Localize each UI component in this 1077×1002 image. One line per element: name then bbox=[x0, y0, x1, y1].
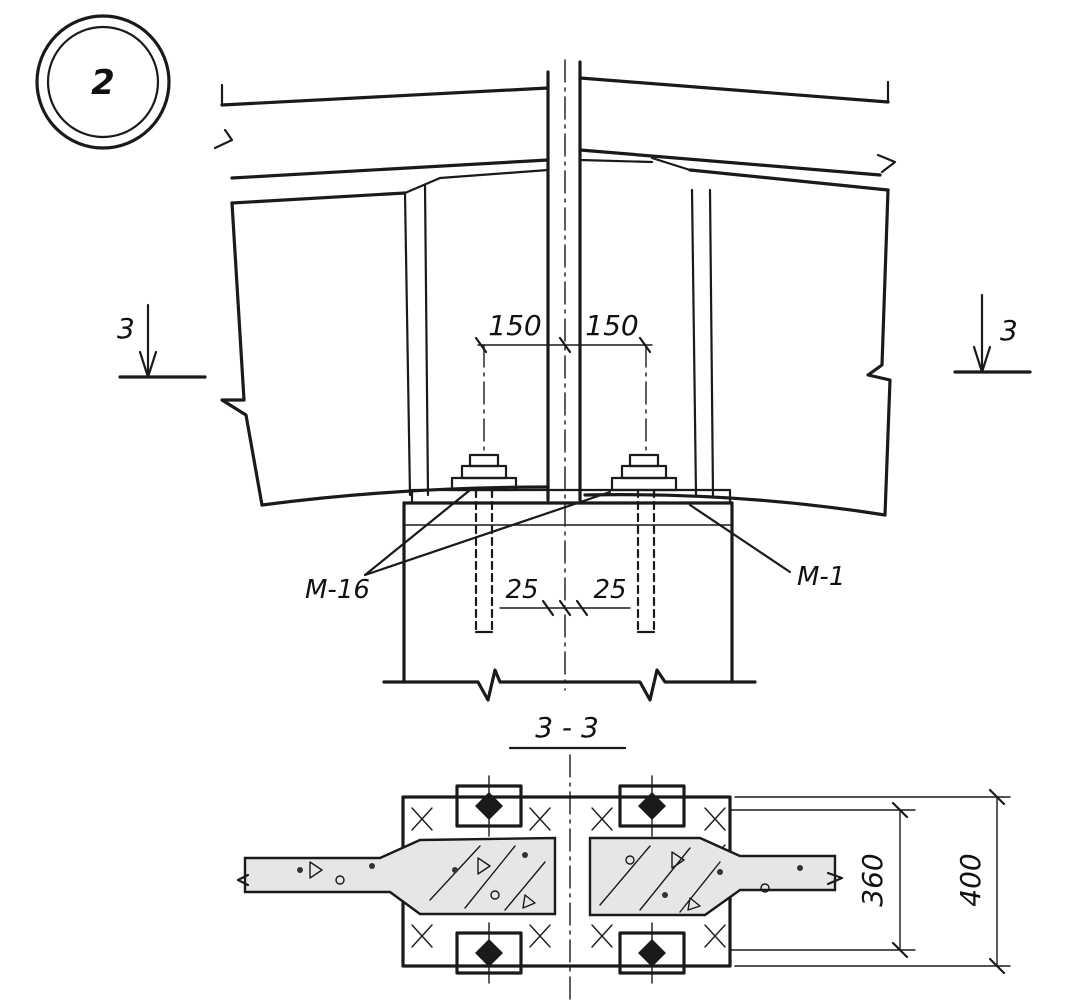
dim-25-left: 25 bbox=[505, 575, 538, 605]
rafter-left bbox=[213, 70, 550, 507]
leader-plate: М-1 bbox=[688, 503, 845, 592]
detail-callout: 2 bbox=[35, 14, 171, 150]
section-title: 3 - 3 bbox=[508, 711, 627, 750]
dimension-bolt-spacing: 150 150 bbox=[474, 309, 653, 354]
dim-360: 360 bbox=[856, 853, 889, 906]
bolt-plan-bottom-right bbox=[618, 922, 686, 984]
support-column bbox=[382, 488, 757, 702]
bolt-plan-bottom-left bbox=[455, 922, 523, 984]
section-title-text: 3 - 3 bbox=[535, 711, 599, 744]
anchor-bolt-left bbox=[450, 344, 518, 634]
section-mark-left: 3 bbox=[117, 312, 135, 345]
bolt-plan-top-right bbox=[618, 775, 686, 837]
dim-150-right: 150 bbox=[585, 309, 638, 342]
label-plate: М-1 bbox=[797, 562, 845, 592]
leader-anchor-bolt: М-16 bbox=[305, 488, 612, 605]
dimension-widths: 360 400 bbox=[729, 788, 1011, 975]
bolt-plan-top-left bbox=[455, 775, 523, 837]
anchor-bolt-right bbox=[610, 344, 678, 634]
section-marker-left: 3 bbox=[117, 303, 207, 379]
section-3-3-plan bbox=[236, 754, 844, 1001]
dimension-bolt-offset: 25 25 bbox=[499, 575, 631, 617]
rafter-right bbox=[578, 60, 897, 517]
section-marker-right: 3 bbox=[953, 293, 1032, 374]
dim-150-left: 150 bbox=[488, 309, 541, 342]
dim-25-right: 25 bbox=[593, 575, 626, 605]
detail-number: 2 bbox=[91, 63, 115, 103]
section-mark-right: 3 bbox=[1000, 314, 1018, 347]
label-anchor-bolt: М-16 bbox=[305, 575, 370, 605]
dim-400: 400 bbox=[954, 853, 987, 906]
